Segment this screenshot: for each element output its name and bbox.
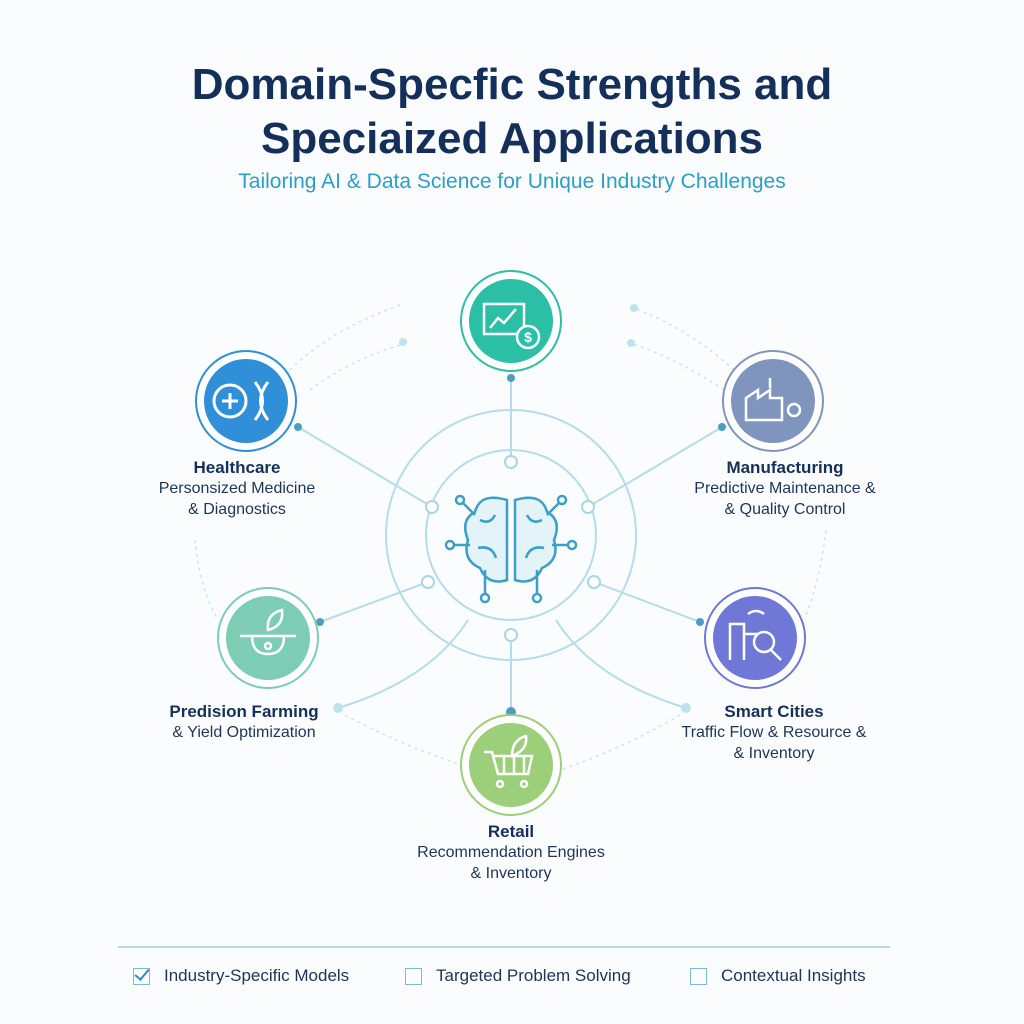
legend-item-contextual-insights[interactable]: Contextual Insights xyxy=(690,966,866,986)
factory-gear-icon xyxy=(744,378,802,422)
checkbox-icon[interactable] xyxy=(690,967,707,985)
manufacturing-title: Manufacturing xyxy=(726,458,844,477)
node-farming[interactable] xyxy=(217,587,319,689)
title-line-2: Speciaized Applications xyxy=(260,114,764,163)
node-manufacturing[interactable] xyxy=(722,350,824,452)
smart-cities-desc-1: Traffic Flow & Resource & xyxy=(681,724,867,741)
checkbox-icon[interactable] xyxy=(405,967,422,985)
page-title: Domain-Specfic Strengths and Speciaized … xyxy=(0,58,1024,166)
svg-text:$: $ xyxy=(524,329,532,345)
node-smart-cities[interactable] xyxy=(704,587,806,689)
finance-chart-dollar-icon xyxy=(482,302,541,350)
healthcare-desc-2: & Diagnostics xyxy=(188,501,286,518)
subtitle: Tailoring AI & Data Science for Unique I… xyxy=(238,170,786,193)
checkbox-checked-icon[interactable] xyxy=(133,967,150,985)
legend-item-industry-models[interactable]: Industry-Specific Models xyxy=(133,966,349,986)
retail-desc-1: Recommendation Engines xyxy=(417,844,605,861)
smart-cities-title: Smart Cities xyxy=(724,702,824,721)
drone-leaf-icon xyxy=(240,608,296,656)
manufacturing-desc-2: & Quality Control xyxy=(724,501,846,518)
node-healthcare[interactable] xyxy=(195,350,297,452)
legend-item-problem-solving[interactable]: Targeted Problem Solving xyxy=(405,966,631,986)
smart-cities-desc-2: & Inventory xyxy=(733,745,815,762)
retail-desc-2: & Inventory xyxy=(470,865,552,882)
node-finance[interactable]: $ xyxy=(460,270,562,372)
legend-label: Contextual Insights xyxy=(721,966,866,985)
brain-circuit-icon xyxy=(444,494,578,604)
manufacturing-desc-1: Predictive Maintenance & xyxy=(694,480,876,497)
farming-desc-1: & Yield Optimization xyxy=(172,724,316,741)
farming-title: Predision Farming xyxy=(169,702,319,721)
divider xyxy=(118,946,890,948)
cart-leaf-icon xyxy=(484,734,534,789)
farming-label: Predision Farming & Yield Optimization xyxy=(124,701,364,743)
medical-cross-dna-icon xyxy=(212,381,270,421)
city-search-icon xyxy=(728,609,782,661)
title-line-1: Domain-Specfic Strengths and xyxy=(191,60,833,109)
inner-ring xyxy=(425,449,597,621)
retail-title: Retail xyxy=(487,822,535,841)
healthcare-desc-1: Personsized Medicine xyxy=(158,480,316,497)
legend-label: Targeted Problem Solving xyxy=(436,966,631,985)
healthcare-title: Healthcare xyxy=(193,458,281,477)
node-retail[interactable] xyxy=(460,714,562,816)
legend-label: Industry-Specific Models xyxy=(164,966,350,985)
